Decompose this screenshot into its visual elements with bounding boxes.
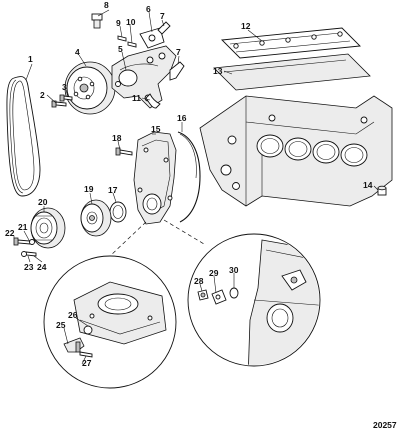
hose-fitting (91, 13, 103, 29)
bypass-hose (145, 93, 161, 109)
callout-13: 13 (213, 66, 223, 76)
callout-5: 5 (118, 44, 123, 54)
callout-4: 4 (75, 47, 80, 57)
callout-19: 19 (84, 184, 94, 194)
callout-9: 9 (116, 18, 121, 28)
crankshaft-balancer (80, 199, 112, 237)
cover-gasket (177, 131, 201, 223)
engine-block (199, 95, 393, 207)
callout-6: 6 (146, 4, 151, 14)
callout-26: 26 (68, 310, 78, 320)
figure-number: 20257 (373, 420, 397, 430)
callout-labels: 1 2 3 4 5 6 7 7 8 9 10 11 12 13 14 15 16… (5, 0, 373, 368)
pump-bolts (117, 35, 137, 48)
callout-10: 10 (126, 17, 136, 27)
callout-3: 3 (62, 82, 67, 92)
callout-20: 20 (38, 197, 48, 207)
valley-gasket (221, 27, 361, 59)
callout-7-upper: 7 (160, 11, 165, 21)
front-seal (109, 201, 127, 223)
water-pump-pulley (64, 61, 116, 115)
callout-18: 18 (112, 133, 122, 143)
callout-15: 15 (151, 124, 161, 134)
bracket-upper (157, 21, 171, 35)
cylinder-bores (256, 134, 368, 167)
callout-27: 27 (82, 358, 92, 368)
callout-21: 21 (18, 222, 28, 232)
pulley-fasteners (13, 237, 37, 257)
callout-2: 2 (40, 90, 45, 100)
pulley-bolts (51, 94, 73, 108)
callout-12: 12 (241, 21, 251, 31)
callout-25: 25 (56, 320, 66, 330)
valley-cover (213, 53, 371, 91)
callout-28: 28 (194, 276, 204, 286)
callout-24: 24 (37, 262, 47, 272)
callout-30: 30 (229, 265, 239, 275)
crankshaft-pulley (30, 207, 66, 249)
detail-leaders (109, 219, 205, 257)
drive-belt (6, 76, 41, 197)
callout-16: 16 (177, 113, 187, 123)
callout-14: 14 (363, 180, 373, 190)
callout-23: 23 (24, 262, 34, 272)
callout-leaders (13, 9, 379, 365)
cover-bolt (115, 147, 133, 156)
block-plug (377, 185, 387, 196)
callout-7-right: 7 (176, 47, 181, 57)
thermostat-housing (139, 27, 165, 49)
callout-22: 22 (5, 228, 15, 238)
callout-11: 11 (132, 93, 141, 103)
callout-29: 29 (209, 268, 219, 278)
callout-17: 17 (108, 185, 118, 195)
timing-cover (133, 131, 177, 225)
callout-1: 1 (28, 54, 33, 64)
callout-8: 8 (104, 0, 109, 10)
detail-view-seal (43, 255, 177, 389)
detail-view-sensor (187, 233, 321, 367)
